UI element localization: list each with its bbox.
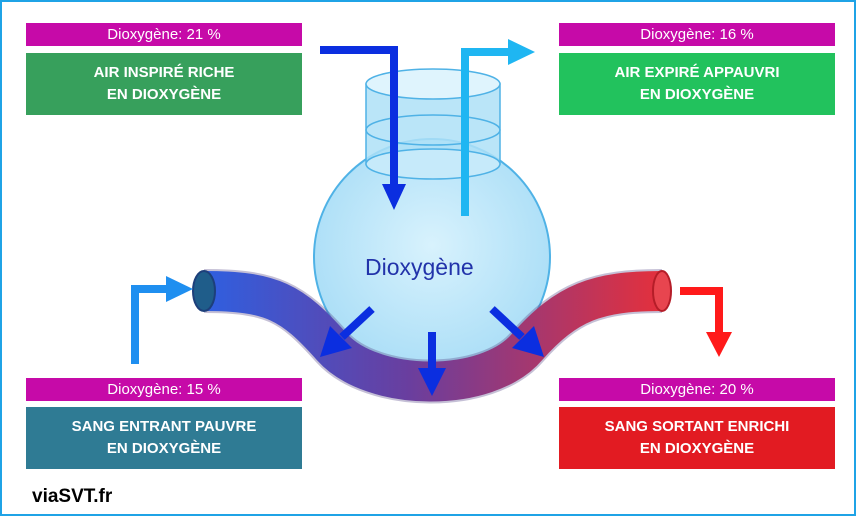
bronchiole-tube — [365, 68, 501, 180]
down-arrow-icon — [418, 368, 446, 396]
exiting-blood-arrow — [680, 287, 723, 332]
expired-air-line2: EN DIOXYGÈNE — [639, 86, 755, 103]
inspired-air-line2: EN DIOXYGÈNE — [106, 86, 222, 103]
entering-blood-line1: SANG ENTRANT PAUVRE — [71, 418, 257, 435]
expired-air-box: AIR EXPIRÉ APPAUVRI EN DIOXYGÈNE — [559, 53, 835, 115]
diffusion-arrows — [320, 306, 544, 396]
exiting-blood-line1: SANG SORTANT ENRICHI — [604, 418, 790, 435]
down-arrow-icon — [320, 326, 352, 357]
inspired-oxygen-tag: Dioxygène: 21 % — [26, 23, 302, 46]
expired-air-arrow — [461, 48, 508, 216]
entering-blood-arrow — [131, 285, 166, 364]
inspired-air-arrow — [320, 46, 398, 184]
site-credit: viaSVT.fr — [32, 486, 113, 507]
expired-air-line1: AIR EXPIRÉ APPAUVRI — [614, 64, 780, 81]
entering-blood-box: SANG ENTRANT PAUVRE EN DIOXYGÈNE — [26, 407, 302, 469]
down-arrow-icon — [382, 184, 406, 210]
down-arrow-icon — [512, 326, 544, 357]
up-right-arrow-icon — [508, 39, 535, 65]
inspired-air-line1: AIR INSPIRÉ RICHE — [93, 64, 235, 81]
entering-oxygen-tag: Dioxygène: 15 % — [26, 378, 302, 401]
inspired-air-box: AIR INSPIRÉ RICHE EN DIOXYGÈNE — [26, 53, 302, 115]
exiting-blood-line2: EN DIOXYGÈNE — [639, 440, 755, 457]
alveolus-label: Dioxygène — [365, 254, 474, 280]
exiting-blood-box: SANG SORTANT ENRICHI EN DIOXYGÈNE — [559, 407, 835, 469]
entering-blood-line2: EN DIOXYGÈNE — [106, 440, 222, 457]
expired-oxygen-tag: Dioxygène: 16 % — [559, 23, 835, 46]
exiting-oxygen-tag: Dioxygène: 20 % — [559, 378, 835, 401]
bent-arrow-icon — [706, 332, 732, 357]
bent-arrow-icon — [166, 276, 193, 302]
